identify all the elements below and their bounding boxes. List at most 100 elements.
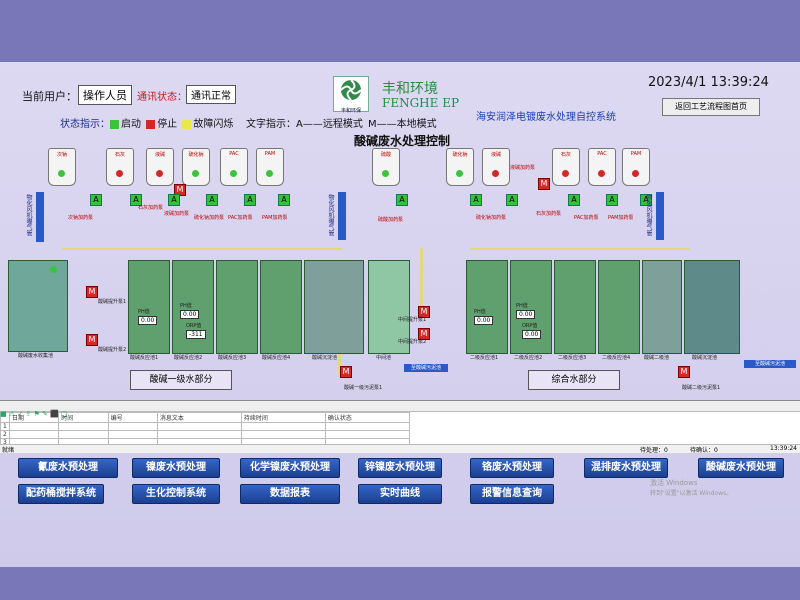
col-header[interactable]: 时间 [58,412,109,423]
secondary-tank-3[interactable] [554,260,596,354]
tank-sodium-hypochlorite[interactable]: 次钠 [48,148,76,186]
reaction-tank-2[interactable] [172,260,214,354]
orp-label: ORP值 [522,323,538,329]
nav-trend-button[interactable]: 实时曲线 [358,484,442,504]
status-pending: 待处理：0 [640,447,668,454]
mode-indicator[interactable]: A [506,194,518,206]
table-row[interactable]: 2 [0,430,411,439]
pump-label: 中间提升泵1 [398,317,427,323]
pipe [338,352,341,376]
status-dot [562,170,569,177]
dosing-label: 硫化钠加药泵 [476,215,507,221]
col-header[interactable]: 消息文本 [156,412,242,423]
secondary-tank-4[interactable] [598,260,640,354]
col-header[interactable]: 编号 [107,412,158,423]
reaction-tank-3[interactable] [216,260,258,354]
pump-mode[interactable]: M [86,334,98,346]
dosing-label: PAC加药泵 [574,215,599,221]
mode-indicator[interactable]: A [606,194,618,206]
tank-pam-2[interactable]: PAM [622,148,650,186]
table-row[interactable]: 1 [0,422,411,431]
pump-label: 酸碱二级污泥泵1 [682,385,721,391]
tank-name: 酸碱废水收集池 [18,353,54,359]
logo: 丰和环保 [333,76,369,114]
nav-zinc-nickel-button[interactable]: 锌镍废水预处理 [358,458,442,478]
mode-indicator[interactable]: A [90,194,102,206]
nav-alarm-query-button[interactable]: 报警信息查询 [470,484,554,504]
secondary-tank-1[interactable] [466,260,508,354]
secondary-settle[interactable] [642,260,682,354]
logo-mark-text: 丰和环保 [340,108,361,114]
mode-indicator[interactable]: M [174,184,186,196]
windows-watermark-sub: 转到"设置"以激活 Windows。 [650,490,733,497]
tank-name: 二级反应池1 [470,355,499,361]
tank-lime-2[interactable]: 石灰 [552,148,580,186]
return-home-button[interactable]: 返回工艺流程图首页 [662,98,760,116]
settling-tank[interactable] [304,260,364,354]
ph-value: 0.00 [516,310,536,319]
mode-indicator[interactable]: A [278,194,290,206]
toolbar-icons[interactable]: ■ ⚠ ✓ ⇪ ⚑ ✎ ⬛ ▢ [0,410,68,418]
pump-label: 酸碱提升泵2 [98,347,127,353]
status-dot [192,170,199,177]
ph-value: 0.00 [474,316,494,325]
sludge-tank[interactable] [684,260,740,354]
nav-nickel-button[interactable]: 镍废水预处理 [132,458,220,478]
ph-label: PH值 [180,303,192,309]
mode-indicator[interactable]: A [568,194,580,206]
nav-chromium-button[interactable]: 铬废水预处理 [470,458,554,478]
mode-remote: A——远程模式 [296,119,363,130]
nav-dosing-tank-button[interactable]: 配药桶搅拌系统 [18,484,104,504]
dosing-label: PAM加药泵 [262,215,288,221]
mode-indicator[interactable]: A [130,194,142,206]
alarm-header-row: 日期 时间 编号 消息文本 持续时间 确认状态 [0,412,411,423]
tank-sodium-sulfide[interactable]: 硫化钠 [182,148,210,186]
nav-mixed-button[interactable]: 混排废水预处理 [584,458,668,478]
reaction-tank-1[interactable] [128,260,170,354]
logo-cn: 丰和环境 [382,81,438,97]
orp-value: 0.00 [522,330,542,339]
dosing-label: PAC加药泵 [228,215,253,221]
tank-pac-2[interactable]: PAC [588,148,616,186]
mode-indicator[interactable]: A [640,194,652,206]
alarm-panel: ■ ⚠ ✓ ⇪ ⚑ ✎ ⬛ ▢ 日期 时间 编号 消息文本 持续时间 确认状态 … [0,400,800,454]
pump-mode[interactable]: M [418,306,430,318]
status-legend: 启动 停止 故障闪烁 [108,115,233,130]
nav-report-button[interactable]: 数据报表 [240,484,340,504]
pump-mode[interactable]: M [86,286,98,298]
col-header[interactable]: 确认状态 [324,412,411,423]
aeration-pipe [338,192,346,240]
pump-mode[interactable]: M [418,328,430,340]
to-sludge-arrow: 至酸碱污泥池 [744,360,796,368]
pump-mode[interactable]: M [340,366,352,378]
pump-mode[interactable]: M [678,366,690,378]
tank-caustic[interactable]: 液碱 [146,148,174,186]
tank-name: 酸碱反应池1 [130,355,159,361]
tank-sodium-sulfide-2[interactable]: 硫化钠 [446,148,474,186]
nav-chem-nickel-button[interactable]: 化学镍废水预处理 [240,458,340,478]
intermediate-tank[interactable] [368,260,410,354]
mode-indicator[interactable]: M [538,178,550,190]
mode-indicator[interactable]: A [168,194,180,206]
dosing-label: 硫化钠加药泵 [194,215,225,221]
mode-indicator[interactable]: A [396,194,408,206]
status-dot [492,170,499,177]
mode-indicator[interactable]: A [244,194,256,206]
nav-cyanide-button[interactable]: 氰废水预处理 [18,458,118,478]
collection-tank[interactable] [8,260,68,352]
tank-caustic-2[interactable]: 液碱 [482,148,510,186]
reaction-tank-4[interactable] [260,260,302,354]
tank-pam[interactable]: PAM [256,148,284,186]
dosing-label: PAM加药泵 [608,215,634,221]
ph-label: PH值 [474,309,486,315]
mode-indicator[interactable]: A [206,194,218,206]
windows-watermark: 激活 Windows [650,479,698,487]
nav-biochem-button[interactable]: 生化控制系统 [132,484,220,504]
dosing-label: 石灰加药泵 [138,205,164,211]
tank-pac[interactable]: PAC [220,148,248,186]
tank-sulfuric-acid[interactable]: 硫酸 [372,148,400,186]
col-header[interactable]: 持续时间 [240,412,326,423]
mode-indicator[interactable]: A [470,194,482,206]
nav-acid-alkali-button[interactable]: 酸碱废水预处理 [698,458,784,478]
tank-lime[interactable]: 石灰 [106,148,134,186]
